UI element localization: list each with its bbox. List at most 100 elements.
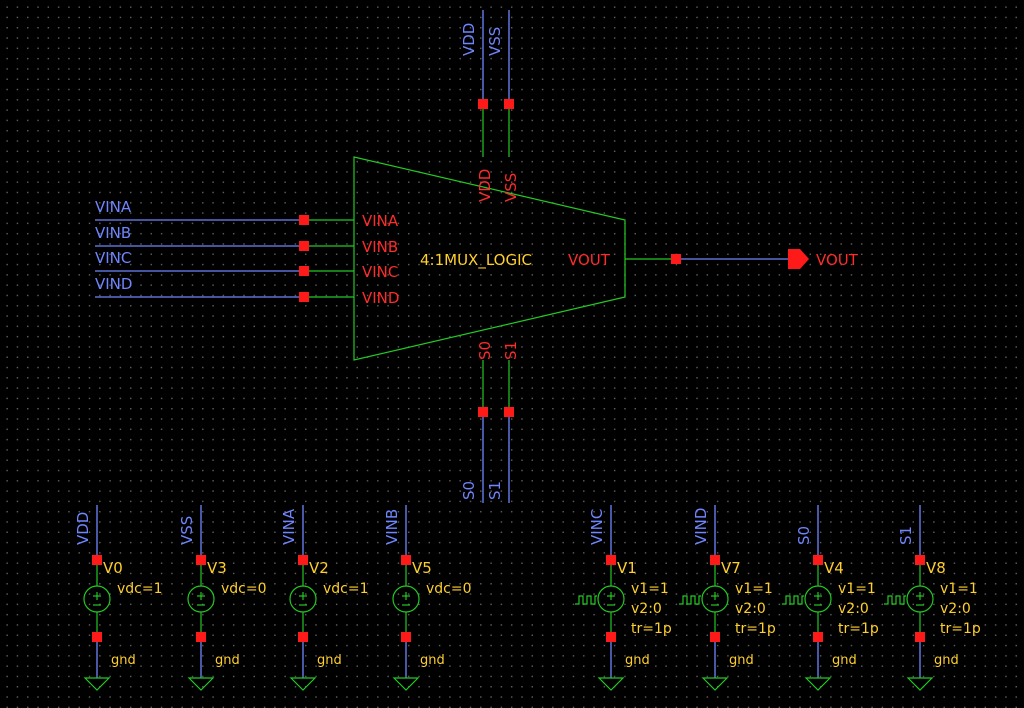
source-terminal-top[interactable] — [813, 555, 823, 565]
net-label-vind: VIND — [95, 275, 132, 293]
source-param: v2:0 — [735, 601, 766, 617]
source-symbol-icon — [187, 585, 215, 613]
net-label-bottom-s0: S0 — [460, 481, 478, 500]
source-terminal-top[interactable] — [196, 555, 206, 565]
pulse-waveform-icon — [575, 595, 597, 605]
source-param: tr=1p — [838, 621, 879, 637]
output-port-arrow[interactable] — [788, 249, 809, 269]
pulse-waveform-icon — [782, 595, 804, 605]
ground-icon — [392, 677, 420, 691]
ground-icon — [701, 677, 729, 691]
pin-terminal-vdd[interactable] — [478, 99, 488, 109]
source-terminal-bottom[interactable] — [915, 632, 925, 642]
source-param: v1=1 — [940, 581, 978, 597]
source-terminal-bottom[interactable] — [298, 632, 308, 642]
net-label-vinb: VINB — [95, 224, 131, 242]
ground-icon — [906, 677, 934, 691]
pulse-waveform-icon — [884, 595, 906, 605]
source-param: v2:0 — [940, 601, 971, 617]
source-terminal-top[interactable] — [298, 555, 308, 565]
source-param: tr=1p — [940, 621, 981, 637]
source-symbol-icon — [804, 585, 832, 613]
pin-label-vout: VOUT — [568, 251, 611, 269]
pin-label-vind: VIND — [362, 289, 399, 307]
voltage-source-v3[interactable]: VSS V3 vdc=0 gnd — [178, 505, 267, 691]
source-param: v1=1 — [735, 581, 773, 597]
source-instance-name: V3 — [207, 559, 227, 577]
ground-label: gnd — [111, 653, 136, 668]
source-symbol-icon — [597, 585, 625, 613]
source-terminal-top[interactable] — [915, 555, 925, 565]
net-label-top-vss: VSS — [486, 27, 504, 56]
source-terminal-bottom[interactable] — [196, 632, 206, 642]
source-terminal-bottom[interactable] — [606, 632, 616, 642]
ground-label: gnd — [934, 653, 959, 668]
ground-label: gnd — [832, 653, 857, 668]
pin-label-s0: S0 — [476, 341, 494, 360]
pin-terminal-vout[interactable] — [671, 254, 681, 264]
source-net-label: VINC — [588, 509, 606, 545]
source-symbol-icon — [392, 585, 420, 613]
source-instance-name: V2 — [309, 559, 329, 577]
source-instance-name: V4 — [824, 559, 844, 577]
pin-terminal-s0[interactable] — [478, 407, 488, 417]
pulse-waveform-icon — [679, 595, 701, 605]
mux-symbol-body[interactable] — [353, 156, 626, 361]
voltage-source-v5[interactable]: VINB V5 vdc=0 gnd — [383, 505, 472, 691]
source-param: v1=1 — [838, 581, 876, 597]
net-label-bottom-s1: S1 — [486, 481, 504, 500]
source-terminal-top[interactable] — [401, 555, 411, 565]
source-terminal-bottom[interactable] — [92, 632, 102, 642]
pin-terminal-vss[interactable] — [504, 99, 514, 109]
net-label-vina: VINA — [95, 198, 132, 216]
pin-terminal-vina[interactable] — [299, 215, 309, 225]
source-symbol-icon — [289, 585, 317, 613]
source-instance-name: V5 — [412, 559, 432, 577]
source-param: vdc=0 — [221, 581, 267, 597]
pin-label-vdd: VDD — [476, 169, 494, 202]
source-terminal-top[interactable] — [606, 555, 616, 565]
source-instance-name: V0 — [103, 559, 123, 577]
source-terminal-bottom[interactable] — [813, 632, 823, 642]
ground-icon — [289, 677, 317, 691]
source-net-label: VSS — [178, 516, 196, 545]
source-terminal-bottom[interactable] — [710, 632, 720, 642]
pin-terminal-vinc[interactable] — [299, 266, 309, 276]
pin-label-vinc: VINC — [362, 263, 398, 281]
ground-icon — [187, 677, 215, 691]
source-net-label: S1 — [897, 526, 915, 545]
source-instance-name: V1 — [617, 559, 637, 577]
pin-label-vss: VSS — [502, 173, 520, 202]
ground-icon — [83, 677, 111, 691]
source-symbol-icon — [701, 585, 729, 613]
source-param: v2:0 — [631, 601, 662, 617]
source-instance-name: V8 — [926, 559, 946, 577]
ground-icon — [804, 677, 832, 691]
source-instance-name: V7 — [721, 559, 741, 577]
source-net-label: VDD — [74, 512, 92, 545]
ground-label: gnd — [215, 653, 240, 668]
net-label-top-vdd: VDD — [460, 23, 478, 56]
pin-terminal-vinb[interactable] — [299, 241, 309, 251]
source-symbol-icon — [83, 585, 111, 613]
net-label-vinc: VINC — [95, 249, 131, 267]
source-param: v2:0 — [838, 601, 869, 617]
source-net-label: VIND — [692, 508, 710, 545]
pin-label-vinb: VINB — [362, 238, 398, 256]
source-terminal-top[interactable] — [92, 555, 102, 565]
source-net-label: VINB — [383, 509, 401, 545]
source-terminal-top[interactable] — [710, 555, 720, 565]
pin-terminal-s1[interactable] — [504, 407, 514, 417]
ground-label: gnd — [420, 653, 445, 668]
pin-terminal-vind[interactable] — [299, 292, 309, 302]
source-param: vdc=0 — [426, 581, 472, 597]
source-terminal-bottom[interactable] — [401, 632, 411, 642]
